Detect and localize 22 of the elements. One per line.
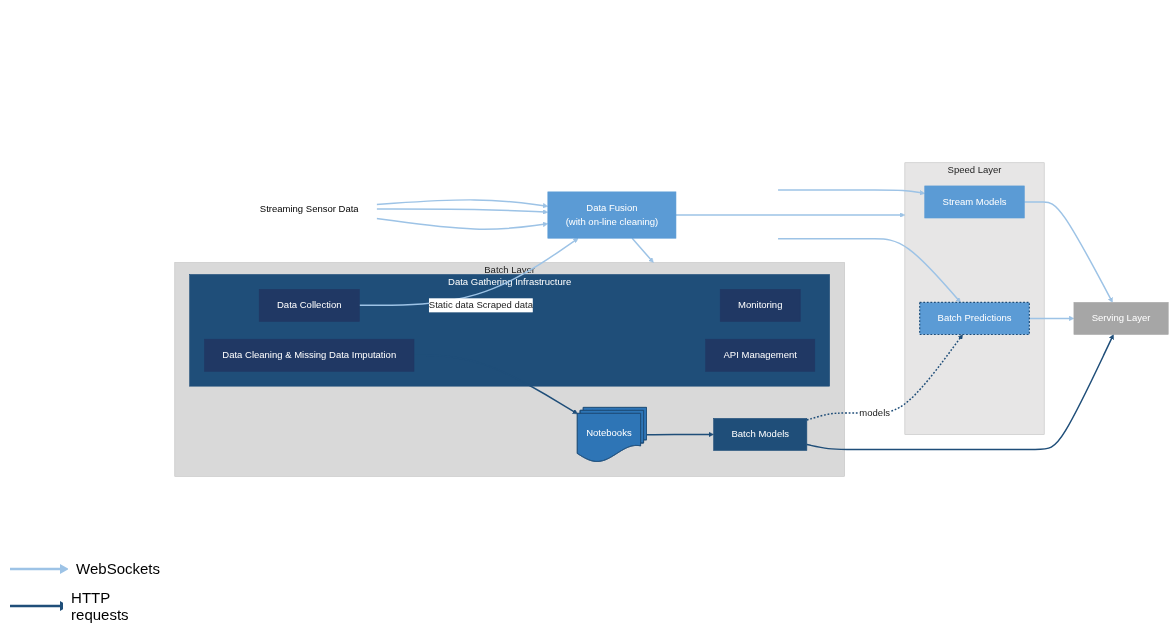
- arrow: [1023, 201, 1113, 303]
- edge-label: Static data Scraped data: [428, 299, 533, 311]
- edge-label: models: [859, 407, 890, 418]
- arrow: [777, 238, 961, 303]
- node-box: Data Collection: [258, 288, 360, 322]
- node-box: Data Fusion (with on-line cleaning): [547, 191, 677, 239]
- node-box: Serving Layer: [1073, 302, 1169, 335]
- arrow: [777, 189, 925, 196]
- arrow: [806, 334, 1114, 451]
- node-text: Streaming Sensor Data: [259, 203, 359, 214]
- node-box: Stream Models: [924, 185, 1025, 219]
- arrow: [375, 199, 549, 209]
- arrow: [806, 334, 963, 421]
- arrow: [631, 237, 654, 263]
- arrow: [646, 431, 714, 437]
- legend-text: HTTP requests: [71, 589, 130, 623]
- legend-text: WebSockets: [76, 560, 160, 577]
- node-box: Batch Models: [713, 418, 808, 451]
- node-box: Batch Predictions: [919, 301, 1030, 336]
- arrow: [375, 217, 549, 230]
- arrow: [675, 212, 906, 218]
- arrow: [375, 208, 549, 215]
